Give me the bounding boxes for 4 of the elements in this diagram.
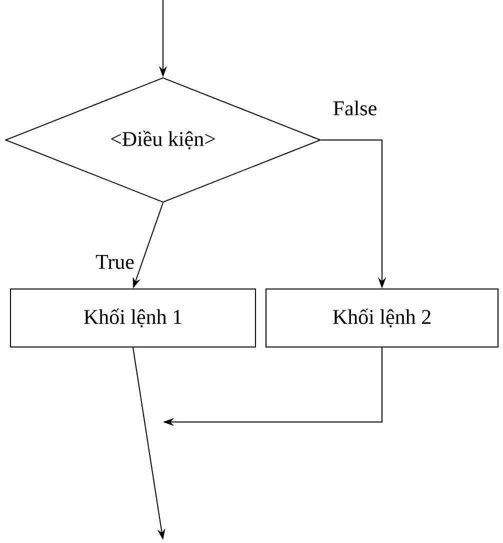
process-box: Khối lệnh 1 xyxy=(10,288,256,348)
edge-label: True xyxy=(94,254,136,270)
process-box: Khối lệnh 2 xyxy=(266,288,498,348)
edge-label: False xyxy=(332,100,378,116)
